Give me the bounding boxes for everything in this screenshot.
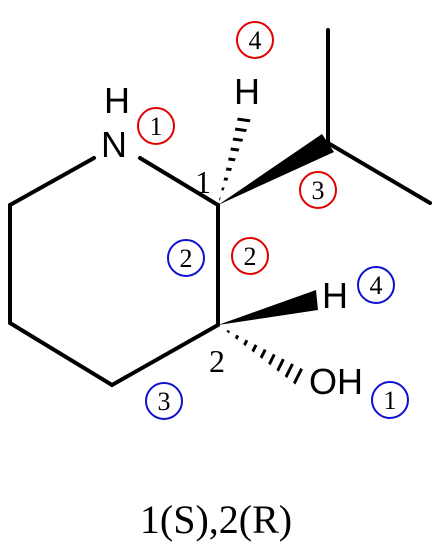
bond-c3-c4 — [8, 321, 114, 387]
priority-red-4: 4 — [236, 21, 274, 59]
svg-text:1: 1 — [384, 386, 397, 415]
wedge-bond-c1-isopropyl — [218, 134, 334, 205]
priority-blue-1: 1 — [371, 381, 409, 419]
atom-n-h: H — [104, 80, 130, 121]
svg-text:3: 3 — [312, 176, 325, 205]
isopropyl-group — [326, 28, 432, 205]
svg-text:3: 3 — [158, 387, 171, 416]
atom-oh: OH — [309, 361, 363, 402]
configuration-caption: 1(S),2(R) — [140, 497, 292, 542]
atom-h-c2: H — [322, 275, 348, 316]
svg-text:2: 2 — [244, 242, 257, 271]
svg-text:4: 4 — [249, 26, 262, 55]
atom-n: N — [101, 124, 127, 165]
priority-red-2: 2 — [231, 237, 269, 275]
priority-blue-2: 2 — [167, 239, 205, 277]
bond-ch-me-right — [326, 141, 432, 205]
priority-blue-3: 3 — [145, 382, 183, 420]
wedge-bond-c2-h — [218, 290, 318, 325]
hashed-bond-c2-oh — [220, 325, 308, 385]
priority-red-3: 3 — [299, 171, 337, 209]
svg-text:4: 4 — [370, 271, 383, 300]
atom-h-c1: H — [234, 71, 260, 112]
ring-bonds — [8, 156, 220, 387]
svg-text:1: 1 — [150, 112, 163, 141]
priority-red-1: 1 — [137, 107, 175, 145]
priority-blue-4: 4 — [357, 266, 395, 304]
bond-n-c1 — [138, 156, 220, 207]
svg-text:2: 2 — [180, 244, 193, 273]
stereocenter-2-label: 2 — [209, 343, 225, 379]
bond-c2-c3 — [110, 323, 220, 387]
stereocenter-1-label: 1 — [195, 164, 211, 200]
bond-c5-c6 — [8, 156, 96, 207]
